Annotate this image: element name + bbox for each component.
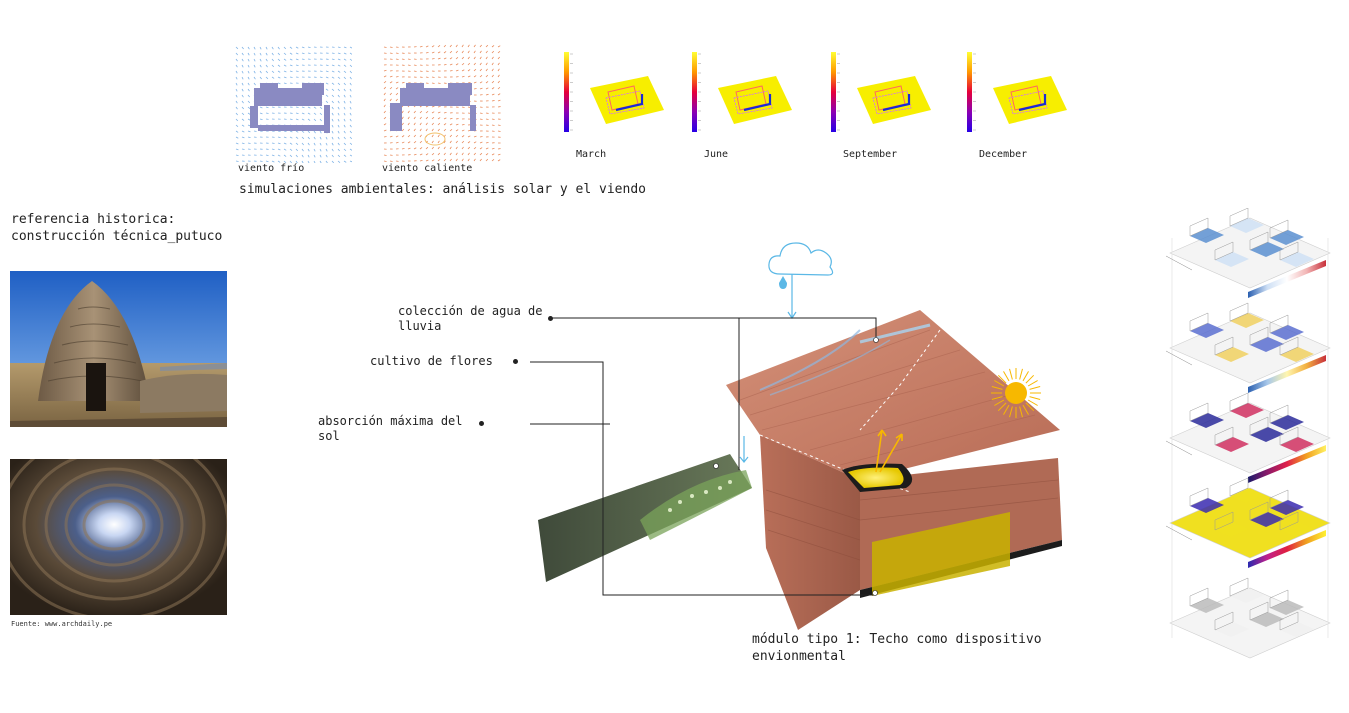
stacked-analysis-diagram — [1160, 208, 1340, 668]
solar-plane — [993, 76, 1067, 124]
sun-icon — [988, 365, 1044, 421]
solar-month-label: June — [704, 149, 729, 160]
solar-analysis-row: March June September December — [560, 48, 1080, 168]
solar-month-march: March — [560, 48, 680, 160]
cold-building-wing — [260, 83, 278, 95]
analysis-layer — [1165, 302, 1331, 393]
module-opening — [872, 512, 1010, 596]
callout-sun-line1: absorción máxima del — [318, 414, 463, 428]
cold-building-base — [258, 125, 330, 131]
analysis-layer — [1165, 392, 1331, 483]
hot-wind-label: viento caliente — [382, 163, 473, 174]
module-roof — [726, 310, 1060, 480]
cold-building-side — [324, 105, 330, 133]
hot-building-side — [390, 103, 402, 131]
rain-cloud-icon — [766, 231, 838, 301]
callout-rain-line2: lluvia — [398, 319, 442, 333]
analysis-layer — [1169, 577, 1331, 659]
analysis-legend-bar — [1248, 445, 1326, 483]
solar-plane — [590, 76, 664, 124]
analysis-layer — [1165, 477, 1331, 568]
solar-plane — [718, 76, 792, 124]
reference-source: Fuente: www.archdaily.pe — [11, 620, 113, 628]
solar-scale-bar — [692, 52, 697, 132]
water-drop-icon — [779, 276, 787, 289]
solar-scale-bar — [831, 52, 836, 132]
callout-lines — [530, 317, 877, 596]
callout-rain-line1: colección de agua de — [398, 304, 543, 318]
cold-wind-diagram — [232, 43, 352, 163]
analysis-legend-bar — [1248, 355, 1326, 393]
solar-month-december: December — [963, 48, 1083, 160]
solar-month-september: September — [827, 48, 947, 160]
cold-building-wing — [302, 83, 324, 95]
module-caption-line2: envionmental — [752, 649, 846, 664]
hot-building-side — [470, 105, 476, 131]
skylight — [848, 467, 904, 488]
reference-title-line1: referencia historica: — [11, 212, 176, 227]
callout-dot-rain — [548, 316, 553, 321]
callout-dot-sun — [479, 421, 484, 426]
callout-dot-flowers — [513, 359, 518, 364]
callout-sun-line2: sol — [318, 429, 340, 443]
cold-building-side — [250, 106, 258, 128]
putuco-interior-photo — [10, 459, 227, 615]
analysis-legend-bar — [1248, 260, 1326, 298]
solar-plane — [857, 76, 931, 124]
analysis-legend-bar — [1248, 530, 1326, 568]
solar-scale-bar — [564, 52, 569, 132]
solar-month-label: December — [979, 149, 1028, 160]
drain-arrow — [739, 436, 749, 463]
hot-wind-diagram — [380, 43, 502, 163]
module-illustration — [530, 230, 1090, 630]
hot-building-wing — [406, 83, 424, 95]
cold-wind-label: viento frío — [238, 163, 305, 174]
module-west-wall — [760, 435, 860, 630]
analysis-layer — [1165, 208, 1331, 298]
callout-flowers: cultivo de flores — [370, 354, 493, 368]
solar-month-label: September — [843, 149, 898, 160]
reference-title-line2: construcción técnica_putuco — [11, 229, 223, 244]
simulation-title: simulaciones ambientales: análisis solar… — [239, 182, 646, 197]
solar-scale-bar — [967, 52, 972, 132]
putuco-exterior-photo — [10, 271, 227, 427]
solar-month-june: June — [688, 48, 808, 160]
solar-month-label: March — [576, 149, 607, 160]
module-caption-line1: módulo tipo 1: Techo como dispositivo — [752, 632, 1042, 647]
hot-building-wing — [448, 83, 472, 95]
